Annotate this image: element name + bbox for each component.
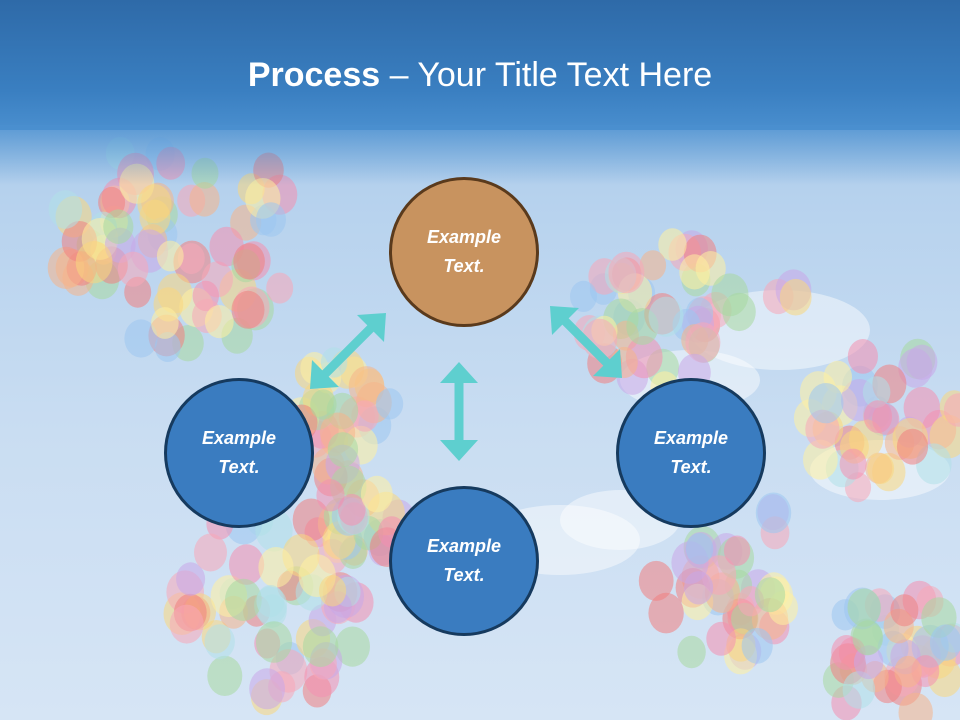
title-bar-fade	[0, 125, 960, 185]
balloon	[906, 344, 938, 380]
balloon	[648, 592, 684, 634]
process-node-top[interactable]: Example Text.	[389, 177, 539, 327]
arrow-top-left	[310, 313, 386, 389]
process-node-top-text: Example Text.	[426, 227, 502, 276]
balloon	[570, 280, 597, 312]
balloon	[779, 278, 812, 316]
balloon	[803, 439, 838, 480]
arrow-top-right	[550, 306, 622, 378]
process-node-bottom-text: Example Text.	[426, 536, 502, 585]
balloon	[256, 585, 285, 618]
balloon	[169, 604, 204, 644]
balloon	[685, 533, 714, 565]
balloon	[154, 332, 181, 362]
balloon	[335, 626, 370, 667]
balloon	[189, 182, 220, 217]
balloon	[852, 620, 884, 656]
balloon	[258, 547, 294, 588]
balloon	[316, 479, 345, 512]
balloon	[117, 251, 149, 287]
balloon	[723, 535, 751, 566]
title-bar	[0, 0, 960, 130]
balloon	[302, 626, 339, 668]
balloon	[103, 209, 134, 244]
balloon	[898, 692, 933, 720]
balloon	[194, 533, 227, 572]
balloon	[266, 272, 294, 304]
balloon	[124, 319, 158, 358]
process-node-left-text: Example Text.	[201, 428, 277, 477]
balloon	[204, 624, 235, 660]
balloon	[256, 202, 286, 237]
balloon	[862, 376, 891, 408]
balloon	[658, 228, 687, 261]
balloon	[929, 624, 960, 661]
balloon	[847, 339, 879, 374]
balloon	[48, 190, 83, 229]
balloon	[847, 588, 881, 627]
balloon	[853, 645, 884, 680]
balloon	[233, 243, 265, 280]
arrow-vertical	[440, 362, 478, 461]
balloon	[231, 290, 265, 329]
balloon	[894, 655, 922, 688]
balloon	[338, 493, 366, 526]
balloon	[156, 240, 184, 272]
balloon	[319, 575, 347, 607]
balloon	[722, 292, 756, 332]
process-node-left[interactable]: Example Text.	[164, 378, 314, 528]
balloon	[608, 251, 645, 294]
process-node-right[interactable]: Example Text.	[616, 378, 766, 528]
balloon	[249, 668, 285, 710]
balloon	[255, 621, 293, 663]
balloon	[943, 393, 960, 427]
balloon	[351, 400, 379, 432]
balloon	[177, 243, 205, 275]
balloon	[151, 307, 179, 339]
balloon	[677, 635, 706, 669]
balloon	[684, 571, 714, 605]
slide-title: Process – Your Title Text Here	[0, 48, 960, 102]
balloon	[292, 498, 330, 542]
balloon	[679, 254, 710, 290]
process-node-right-text: Example Text.	[653, 428, 729, 477]
balloon	[376, 388, 404, 420]
balloon	[648, 296, 684, 337]
balloon	[207, 655, 243, 697]
balloon	[839, 448, 867, 480]
balloon	[176, 562, 206, 596]
balloon	[890, 594, 919, 627]
balloon	[638, 560, 674, 601]
balloon	[685, 322, 721, 363]
balloon	[754, 577, 786, 613]
balloon	[75, 241, 113, 284]
balloon	[808, 383, 844, 424]
balloon	[229, 544, 265, 585]
balloon	[863, 400, 893, 434]
slide-title-bold: Process	[247, 56, 381, 94]
balloon	[867, 453, 895, 484]
balloon	[204, 305, 234, 339]
balloon	[842, 671, 876, 709]
process-node-bottom[interactable]: Example Text.	[389, 486, 539, 636]
balloon	[755, 492, 792, 534]
balloon	[310, 389, 337, 420]
balloon	[137, 184, 172, 224]
balloon	[706, 621, 736, 656]
balloon	[360, 475, 393, 513]
balloon	[741, 627, 773, 664]
balloon	[639, 250, 667, 281]
slide-title-rest: – Your Title Text Here	[380, 56, 713, 94]
balloon	[225, 578, 262, 622]
balloon	[896, 428, 929, 465]
balloon	[327, 432, 359, 468]
